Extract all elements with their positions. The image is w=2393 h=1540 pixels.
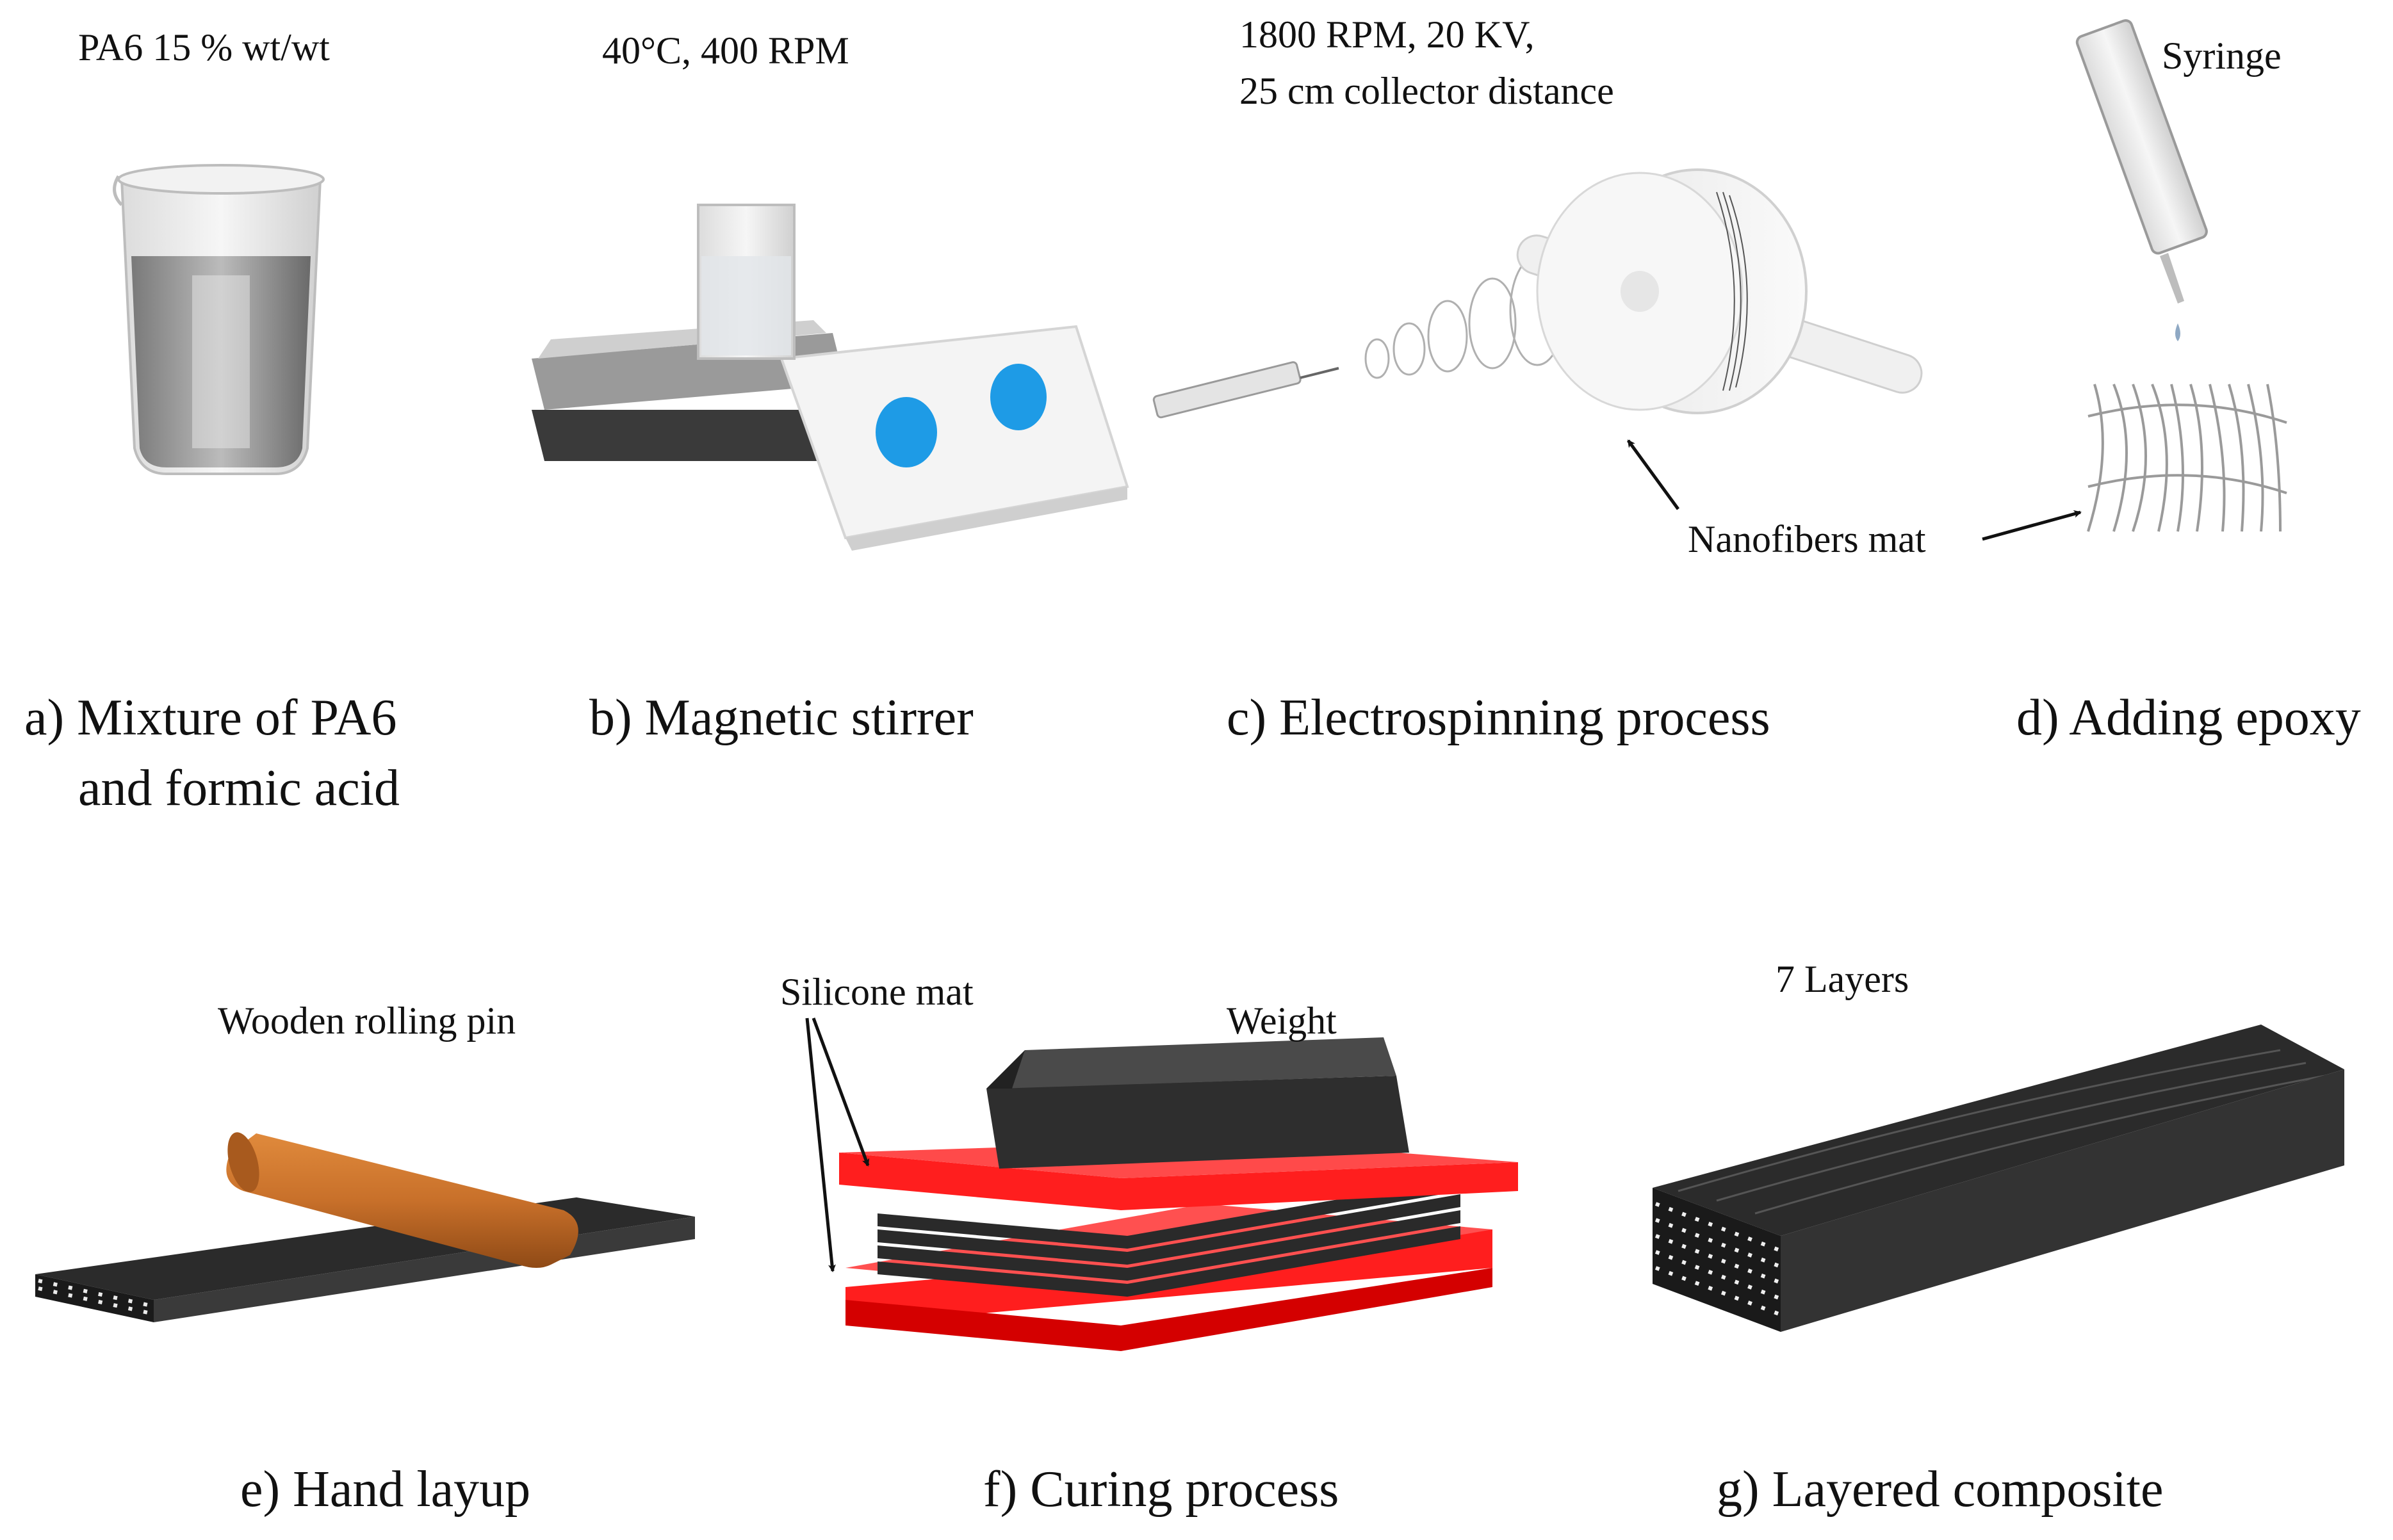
weight-label: Weight (1227, 1000, 1337, 1042)
arrow-to-top-mat (812, 1017, 870, 1167)
hand-layup-icon (35, 1132, 695, 1322)
layered-composite-icon (1653, 1025, 2344, 1332)
layers-count-label: 7 Layers (1776, 958, 1909, 1000)
magnetic-stirrer-icon (532, 204, 1129, 551)
caption-b: b) Magnetic stirrer (589, 690, 974, 746)
rotating-collector-icon (1516, 168, 1923, 414)
electrospinning-settings-line2: 25 cm collector distance (1239, 70, 1614, 112)
caption-d: d) Adding epoxy (2016, 690, 2361, 746)
silicone-mat-label: Silicone mat (780, 971, 974, 1013)
caption-e: e) Hand layup (240, 1461, 531, 1518)
arrow-to-bottom-mat (805, 1017, 836, 1272)
weight-block-icon (986, 1037, 1409, 1169)
electrospinning-settings-line1: 1800 RPM, 20 KV, (1239, 13, 1535, 56)
pa6-concentration-note: PA6 15 % wt/wt (78, 26, 330, 69)
beaker-icon (113, 164, 325, 475)
arrow-to-collector (1626, 439, 1680, 510)
stirrer-settings-note: 40°C, 400 RPM (602, 29, 849, 72)
nanofibers-mat-label: Nanofibers mat (1688, 518, 1926, 560)
caption-f: f) Curing process (983, 1461, 1339, 1518)
caption-a-line2: and formic acid (78, 760, 400, 816)
epoxy-syringe-icon (2075, 19, 2208, 341)
electrospinning-setup-icon (1152, 168, 1923, 419)
caption-a-line1: a) Mixture of PA6 (24, 690, 397, 746)
curing-press-icon (839, 1037, 1518, 1351)
caption-g: g) Layered composite (1717, 1461, 2164, 1518)
syringe-icon (1152, 361, 1339, 419)
caption-c: c) Electrospinning process (1227, 690, 1770, 746)
rolling-pin-label: Wooden rolling pin (218, 1000, 516, 1042)
arrow-to-mat (1982, 510, 2082, 541)
nanofiber-mat-icon (2087, 384, 2287, 532)
rolling-pin-icon (226, 1132, 578, 1268)
syringe-label: Syringe (2162, 35, 2282, 77)
